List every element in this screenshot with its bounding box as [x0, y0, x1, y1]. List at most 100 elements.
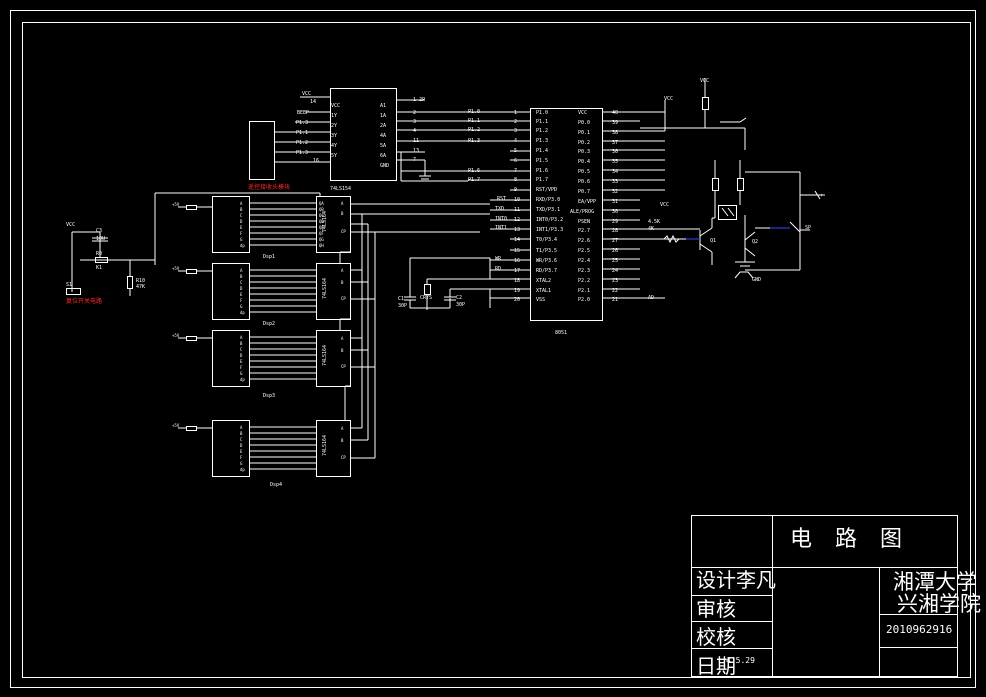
svg-text:VCC: VCC	[66, 222, 75, 228]
svg-text:G: G	[240, 304, 243, 309]
svg-text:A: A	[341, 201, 344, 206]
svg-text:P2.5: P2.5	[578, 248, 590, 254]
svg-text:A1: A1	[380, 103, 386, 109]
svg-text:27: 27	[612, 238, 618, 244]
svg-text:CP: CP	[341, 296, 346, 301]
svg-text:P2.1: P2.1	[578, 288, 590, 294]
svg-text:6: 6	[514, 158, 517, 164]
svg-text:dp: dp	[240, 310, 245, 315]
student-id: 2010962916	[886, 623, 953, 636]
svg-text:P1.1: P1.1	[536, 119, 548, 125]
svg-text:R0: R0	[96, 251, 102, 257]
mcu-right-pins	[602, 111, 665, 299]
svg-text:20: 20	[514, 297, 520, 303]
svg-text:3: 3	[413, 119, 416, 125]
svg-text:4A: 4A	[380, 133, 386, 139]
svg-text:P0.7: P0.7	[578, 189, 590, 195]
svg-text:P2.0: P2.0	[578, 297, 590, 303]
svg-text:14: 14	[514, 237, 520, 243]
svg-text:13: 13	[514, 227, 520, 233]
svg-text:C3: C3	[96, 228, 102, 234]
svg-text:VCC: VCC	[578, 110, 587, 116]
svg-text:21: 21	[612, 297, 618, 303]
svg-text:VCC: VCC	[700, 78, 709, 84]
svg-text:47K: 47K	[136, 284, 145, 290]
svg-text:P0.2: P0.2	[578, 140, 590, 146]
svg-text:P1.7: P1.7	[536, 177, 548, 183]
digit-4-label: Dsp4	[270, 482, 282, 488]
svg-text:P1.2: P1.2	[468, 127, 480, 133]
svg-text:16: 16	[313, 158, 319, 164]
svg-text:B: B	[240, 431, 243, 436]
svg-text:P2.7: P2.7	[578, 228, 590, 234]
reset-circuit	[66, 231, 155, 296]
svg-text:4: 4	[514, 138, 517, 144]
svg-text:P0.4: P0.4	[578, 159, 590, 165]
svg-text:4K: 4K	[648, 226, 654, 232]
svg-text:17: 17	[514, 268, 520, 274]
svg-text:11: 11	[413, 138, 419, 144]
svg-text:A: A	[240, 201, 243, 206]
check-label: 校核	[696, 625, 736, 649]
date-value: 4.5.29	[726, 656, 755, 665]
svg-text:A: A	[240, 425, 243, 430]
svg-text:5: 5	[514, 148, 517, 154]
svg-text:dp: dp	[240, 377, 245, 382]
svg-text:2A: 2A	[380, 123, 386, 129]
outer-frame	[10, 10, 976, 688]
svg-text:C: C	[240, 437, 243, 442]
review-label: 审核	[696, 597, 736, 621]
svg-text:SP: SP	[805, 225, 811, 231]
svg-text:P0.0: P0.0	[578, 120, 590, 126]
svg-text:INT0/P3.2: INT0/P3.2	[536, 217, 563, 223]
svg-text:9: 9	[514, 187, 517, 193]
audio-output-circuit	[640, 78, 825, 279]
svg-text:C: C	[240, 347, 243, 352]
svg-text:35: 35	[612, 159, 618, 165]
svg-text:22: 22	[612, 288, 618, 294]
digit-3-label: Dsp3	[263, 393, 275, 399]
svg-text:36: 36	[612, 149, 618, 155]
svg-text:GND: GND	[380, 163, 389, 169]
svg-text:ALE/PROG: ALE/PROG	[570, 209, 594, 215]
display-group-2	[178, 263, 375, 320]
svg-text:P1.3: P1.3	[296, 120, 308, 126]
svg-text:CRYS: CRYS	[420, 295, 432, 301]
svg-text:A: A	[341, 268, 344, 273]
driver-1-label: 74LS164	[322, 211, 328, 232]
svg-text:10: 10	[514, 197, 520, 203]
svg-text:30P: 30P	[456, 302, 465, 308]
svg-text:5A: 5A	[380, 143, 386, 149]
svg-text:29: 29	[612, 219, 618, 225]
school-name-line1: 湘潭大学	[893, 570, 977, 594]
svg-text:TXD/P3.1: TXD/P3.1	[536, 207, 560, 213]
svg-text:19: 19	[514, 288, 520, 294]
svg-text:+5V: +5V	[172, 333, 180, 338]
svg-text:K1: K1	[96, 265, 102, 271]
svg-text:INT0: INT0	[495, 216, 507, 222]
svg-text:QB: QB	[319, 207, 324, 212]
svg-text:2: 2	[514, 119, 517, 125]
svg-text:Q1: Q1	[710, 238, 716, 244]
display-group-1	[178, 196, 430, 253]
svg-text:37: 37	[612, 140, 618, 146]
svg-text:13: 13	[413, 148, 419, 154]
ir-receiver-note: 遥控接收头模块	[248, 184, 291, 191]
svg-text:D: D	[240, 443, 243, 448]
svg-text:15: 15	[514, 248, 520, 254]
svg-text:30P: 30P	[398, 303, 407, 309]
svg-text:P1.1: P1.1	[468, 118, 480, 124]
svg-text:QC: QC	[319, 213, 324, 218]
svg-text:A: A	[341, 336, 344, 341]
svg-text:P1.3: P1.3	[468, 138, 480, 144]
digit-1-label: Dsp1	[263, 254, 275, 260]
svg-text:Q2: Q2	[752, 239, 758, 245]
svg-text:INT1: INT1	[495, 225, 507, 231]
svg-text:24: 24	[612, 268, 618, 274]
svg-text:T1/P3.5: T1/P3.5	[536, 248, 557, 254]
svg-text:D: D	[240, 219, 243, 224]
svg-text:INT1/P3.3: INT1/P3.3	[536, 227, 563, 233]
svg-text:G: G	[240, 371, 243, 376]
svg-text:R10: R10	[136, 278, 145, 284]
svg-text:34: 34	[612, 169, 618, 175]
